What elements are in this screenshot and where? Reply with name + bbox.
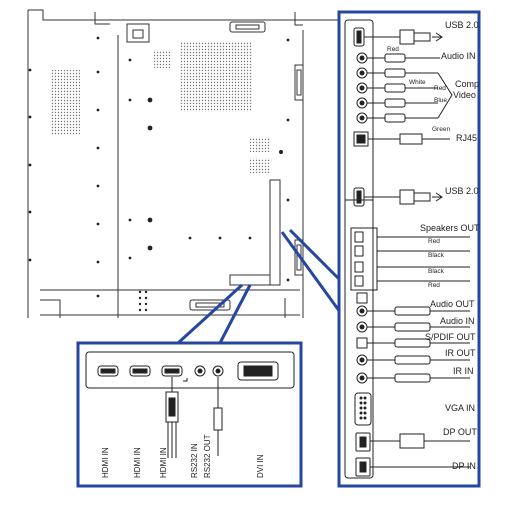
callout-lines — [176, 228, 342, 345]
video-label: Video — [453, 90, 476, 100]
vent-left — [50, 70, 80, 135]
right-callout-border — [337, 10, 481, 488]
red-mid-label: Red — [434, 85, 446, 92]
bottom-panel-artwork — [85, 351, 295, 458]
vent-top-center — [180, 42, 252, 112]
hdmi-arc-mark — [183, 378, 188, 382]
screw-holes — [28, 36, 290, 312]
hdmi-in-2-label: HDMI IN — [133, 447, 142, 478]
vent-small-1 — [154, 50, 172, 68]
speaker-red-1-label: Red — [428, 238, 440, 245]
blue-label: Blue — [434, 97, 448, 104]
vent-small-3 — [250, 158, 270, 173]
hdmi-in-3-label: HDMI IN — [159, 447, 168, 478]
vga-in-label: VGA IN — [445, 403, 476, 413]
audio-in-label: Audio IN — [441, 51, 476, 61]
audio-in-2-label: Audio IN — [440, 316, 475, 326]
ir-in-label: IR IN — [453, 366, 474, 376]
dp-out-label: DP OUT — [443, 427, 477, 437]
slots — [126, 21, 304, 311]
speaker-black-2-label: Black — [428, 268, 444, 275]
red-top-label: Red — [387, 46, 399, 53]
dvi-in-label: DVI IN — [256, 454, 265, 478]
vent-small-2 — [250, 137, 270, 152]
right-panel-artwork — [344, 19, 470, 479]
bottom-callout-border — [76, 341, 303, 488]
white-label: White — [409, 79, 426, 86]
usb-top-label: USB 2.0 — [445, 20, 479, 30]
speaker-black-1-label: Black — [428, 252, 444, 259]
dp-in-label: DP IN — [452, 461, 476, 471]
rj45-label: RJ45 — [456, 133, 478, 143]
spdif-out-label: S/PDIF OUT — [425, 332, 476, 342]
hdmi-in-1-label: HDMI IN — [101, 447, 110, 478]
rs232-out-label: RS232 OUT — [203, 434, 212, 478]
green-label: Green — [432, 126, 451, 133]
usb-mid-label: USB 2.0 — [445, 186, 479, 196]
rs232-in-label: RS232 IN — [190, 443, 199, 478]
audio-out-label: Audio OUT — [430, 299, 475, 309]
comp-label: Comp — [455, 79, 480, 89]
speakers-out-label: Speakers OUT — [420, 223, 480, 233]
speaker-red-2-label: Red — [428, 282, 440, 289]
ir-out-label: IR OUT — [445, 348, 476, 358]
